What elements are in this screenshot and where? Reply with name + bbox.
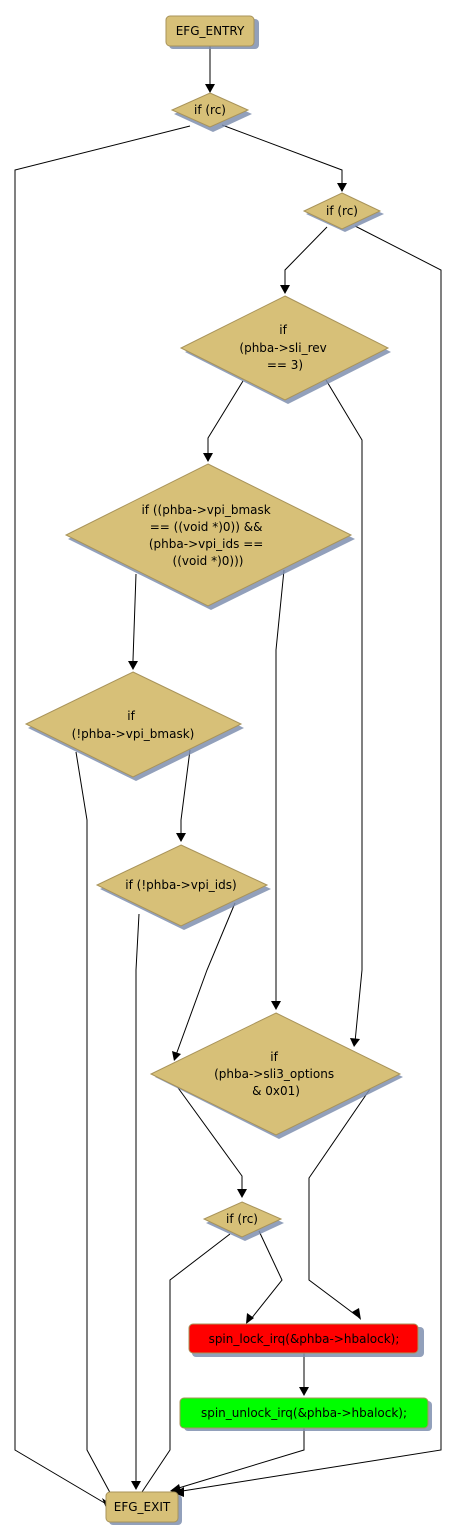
edge-if-sli3-options-to-if-rc-3 [175,1084,243,1192]
if-rc-node-3: if (rc) [202,1201,284,1241]
edge-if-rc-1-to-exit [14,125,191,1506]
arrowhead [128,661,138,670]
if-sli3-options-line-1: if [270,1050,278,1064]
arrowhead [203,453,213,462]
if-not-vpi-bmask-line-2: (!phba->vpi_bmask) [72,727,195,741]
if-rc-node-2: if (rc) [302,192,384,232]
spin-unlock-node: spin_unlock_irq(&phba->hbalock); [179,1397,432,1431]
if-sli3-options-label: if (phba->sli3_options & 0x01) [214,1050,338,1098]
edge-if-rc-3-to-exit [137,1233,231,1499]
exit-label: EFG_EXIT [114,1500,171,1514]
spin-lock-box [188,1323,419,1354]
arrowhead [205,84,215,93]
arrowhead [299,1387,309,1396]
if-vpi-check-node: if ((phba->vpi_bmask == ((void *)0)) && … [64,463,355,610]
if-sli-rev-node: if (phba->sli_rev == 3) [179,295,391,404]
spin-lock-label: spin_lock_irq(&phba->hbalock); [209,1332,400,1346]
edge-if-vpi-check-to-if-not-vpi-bmask [132,573,137,664]
if-vpi-check-line-2: == ((void *)0)) && [150,520,263,534]
if-rc-2-label: if (rc) [326,204,358,218]
if-vpi-check-label: if ((phba->vpi_bmask == ((void *)0)) && … [141,503,274,568]
arrowhead [350,1038,360,1047]
if-sli3-options-node: if (phba->sli3_options & 0x01) [149,1012,403,1139]
arrowhead [237,1189,247,1198]
if-not-vpi-ids-node: if (!phba->vpi_ids) [95,844,271,930]
if-sli3-options-line-3: & 0x01) [252,1084,300,1098]
arrowhead [172,1051,181,1061]
if-not-vpi-bmask-label: if (!phba->vpi_bmask) [72,709,195,741]
if-rc-3-label: if (rc) [226,1212,258,1226]
entry-node: EFG_ENTRY [165,15,259,49]
edge-if-sli-rev-to-if-sli3-options [325,379,363,1043]
edges [14,46,442,1508]
spin-unlock-label: spin_unlock_irq(&phba->hbalock); [201,1406,407,1420]
arrowhead [271,1001,281,1010]
arrowhead [352,1308,361,1320]
if-not-vpi-bmask-line-1: if [127,709,135,723]
if-rc-1-label: if (rc) [194,103,226,117]
edge-if-rc-2-to-exit [175,225,442,1493]
if-not-vpi-ids-label: if (!phba->vpi_ids) [125,878,236,892]
edge-if-rc-1-to-if-rc-2 [221,124,343,186]
edge-if-not-vpi-ids-to-if-sli3-options [175,902,236,1056]
arrowhead [337,183,347,192]
arrowhead [280,285,290,294]
edge-if-not-vpi-bmask-to-exit [75,751,115,1501]
exit-node: EFG_EXIT [105,1491,182,1525]
edge-if-vpi-check-to-if-sli3-options [275,569,285,1004]
edge-if-rc-2-to-if-sli-rev [284,226,328,288]
if-sli-rev-label: if (phba->sli_rev == 3) [239,323,330,372]
edge-if-rc-3-to-spin-lock [250,1230,283,1320]
if-sli3-options-line-2: (phba->sli3_options [214,1067,334,1081]
edge-if-not-vpi-ids-to-exit [135,913,140,1484]
if-vpi-check-line-3: (phba->vpi_ids == [149,537,263,551]
spin-lock-node: spin_lock_irq(&phba->hbalock); [188,1323,424,1357]
edge-if-not-vpi-bmask-to-if-not-vpi-ids [180,749,191,836]
edge-if-sli-rev-to-if-vpi-check [207,380,244,456]
if-sli-rev-line-1: if [279,323,287,337]
edge-spin-unlock-to-exit [171,1428,305,1491]
if-not-vpi-bmask-node: if (!phba->vpi_bmask) [24,671,244,781]
if-sli-rev-line-2: (phba->sli_rev [239,341,326,355]
if-sli-rev-line-3: == 3) [267,358,303,372]
arrowhead [246,1313,254,1324]
spin-unlock-box [179,1397,429,1429]
edge-if-sli3-options-to-spin-lock [308,1088,371,1317]
entry-label: EFG_ENTRY [176,24,245,38]
arrowhead [176,833,186,842]
if-vpi-check-line-1: if ((phba->vpi_bmask [141,503,270,517]
if-rc-node-1: if (rc) [170,92,252,132]
if-vpi-check-line-4: ((void *)0))) [173,554,244,568]
arrowhead [131,1481,141,1490]
